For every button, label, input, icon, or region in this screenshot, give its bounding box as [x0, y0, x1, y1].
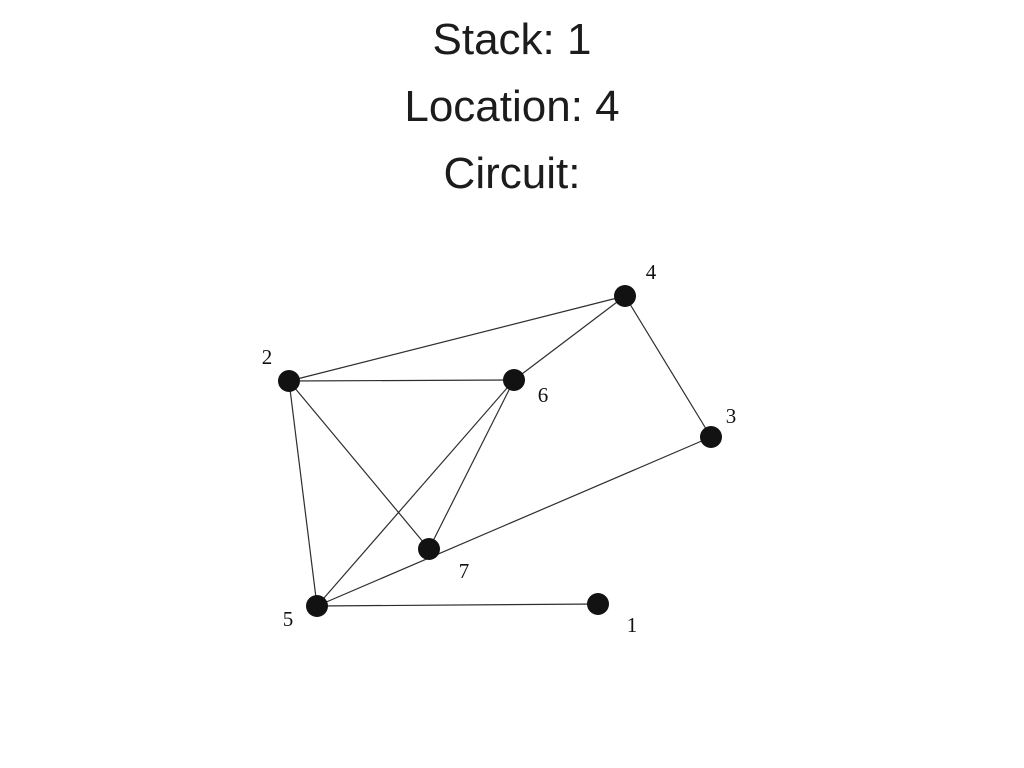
- graph-edge-5-1: [316, 603, 599, 607]
- graph-edge-6-7: [428, 379, 515, 550]
- graph-node-7[interactable]: [418, 538, 440, 560]
- graph-node-4[interactable]: [614, 285, 636, 307]
- graph-node-3[interactable]: [700, 426, 722, 448]
- graph-node-1[interactable]: [587, 593, 609, 615]
- graph-edge-2-7: [288, 380, 430, 550]
- node-label-6: 6: [538, 383, 549, 407]
- stack-label: Stack: 1: [432, 15, 592, 64]
- node-label-1: 1: [627, 613, 638, 637]
- graph-edge-6-5: [316, 379, 515, 607]
- node-label-5: 5: [283, 607, 294, 631]
- graph-edge-2-4: [288, 295, 626, 382]
- graph-node-6[interactable]: [503, 369, 525, 391]
- graph-edge-2-6: [288, 379, 515, 382]
- circuit-label: Circuit:: [443, 149, 581, 198]
- graph-edge-4-6: [513, 295, 626, 381]
- status-panel: Stack: 1 Location: 4 Circuit:: [0, 6, 1024, 207]
- location-label: Location: 4: [404, 82, 620, 131]
- node-label-3: 3: [726, 404, 737, 428]
- node-label-7: 7: [459, 559, 470, 583]
- graph-node-5[interactable]: [306, 595, 328, 617]
- node-label-4: 4: [646, 260, 657, 284]
- graph-edge-2-5: [288, 380, 318, 607]
- graph-edge-4-3: [624, 295, 712, 438]
- graph-edge-3-5: [316, 436, 712, 607]
- graph-node-2[interactable]: [278, 370, 300, 392]
- node-label-2: 2: [262, 345, 273, 369]
